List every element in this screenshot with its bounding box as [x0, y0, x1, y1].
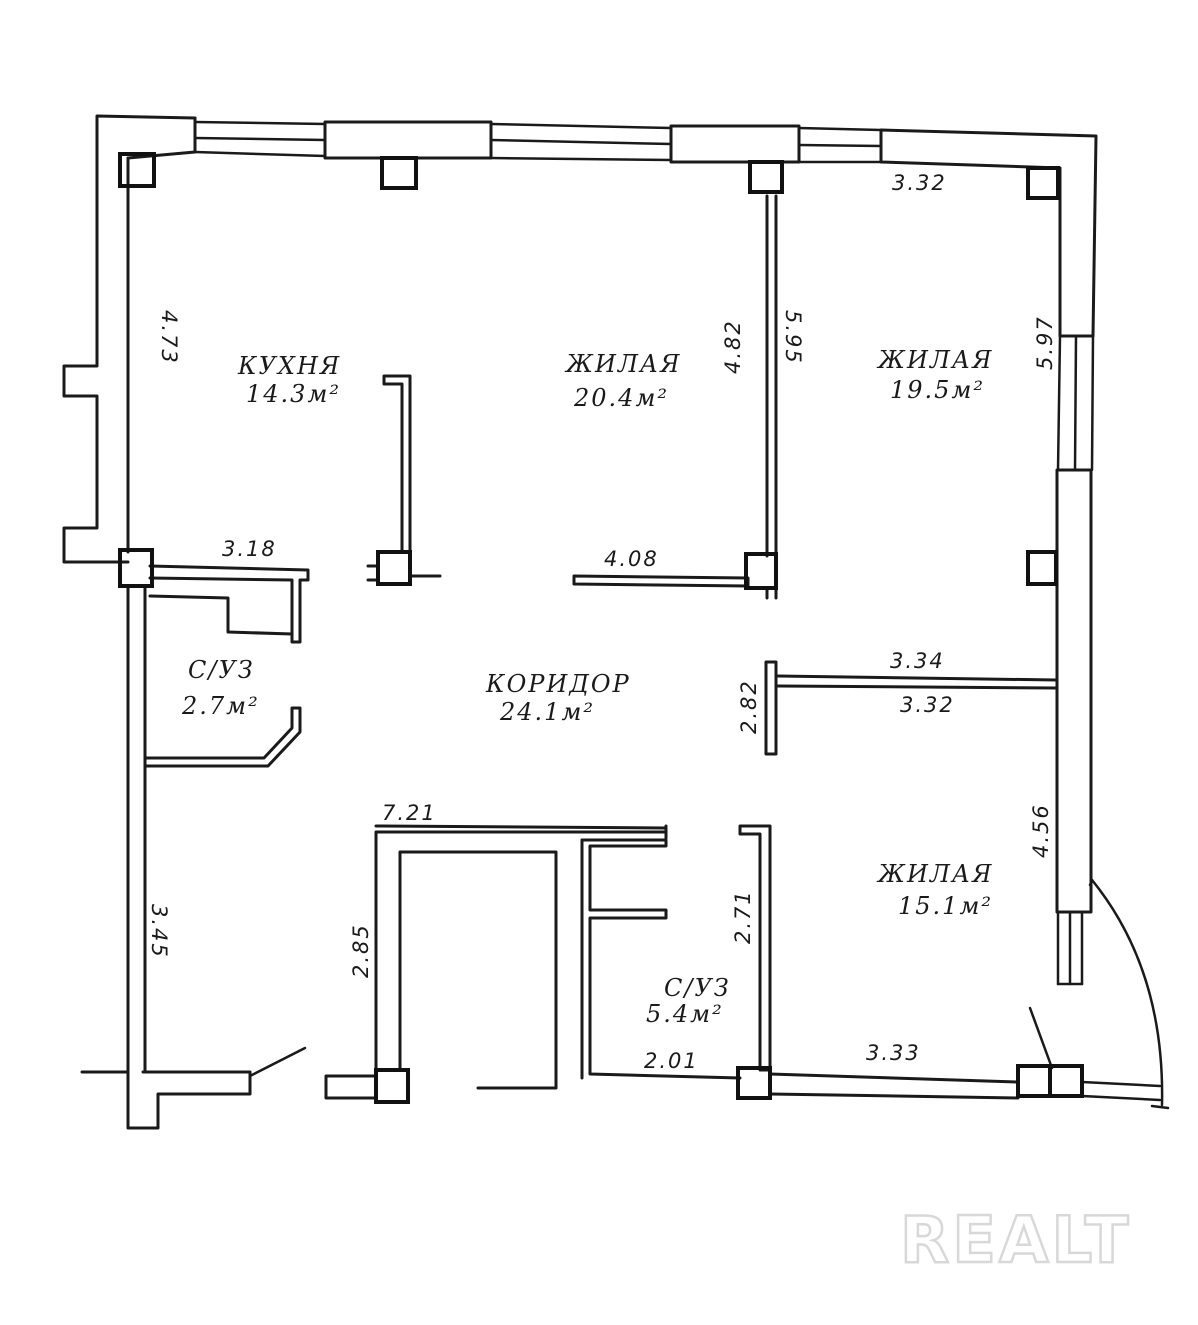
realt-watermark: REALT [900, 1204, 1131, 1278]
room-labels: КУХНЯ 14.3м² ЖИЛАЯ 20.4м² ЖИЛАЯ 19.5м² С… [181, 346, 993, 1028]
dimension-labels: 3.32 4.73 4.82 5.95 5.97 3.18 4.08 3.34 … [147, 171, 1057, 1073]
dim-2-82: 2.82 [737, 679, 761, 734]
living3-area: 15.1м² [898, 892, 993, 920]
bath1-area: 2.7м² [181, 692, 260, 720]
dim-2-71: 2.71 [731, 889, 755, 944]
dim-3-32-top: 3.32 [892, 171, 947, 195]
top-pier-1 [323, 120, 493, 160]
top-windows [193, 120, 883, 164]
kitchen-name: КУХНЯ [237, 352, 341, 380]
columns [118, 152, 1084, 1104]
dim-4-08: 4.08 [604, 547, 659, 571]
living1-name: ЖИЛАЯ [564, 350, 681, 378]
bath1-name: С/УЗ [188, 656, 255, 684]
left-wall-outer [62, 114, 197, 564]
dim-3-18: 3.18 [222, 537, 277, 561]
exterior-walls [62, 114, 1170, 1130]
living2-area: 19.5м² [890, 376, 985, 404]
top-pier-2 [669, 124, 801, 164]
dim-5-97: 5.97 [1033, 315, 1057, 370]
dim-2-85: 2.85 [349, 923, 373, 978]
bath2-area: 5.4м² [646, 1000, 724, 1028]
living1-area: 20.4м² [573, 384, 669, 412]
dim-4-82: 4.82 [721, 319, 745, 374]
corridor-area: 24.1м² [499, 698, 595, 726]
dim-3-32-mid: 3.32 [900, 693, 955, 717]
dim-4-73: 4.73 [157, 310, 181, 365]
dim-5-95: 5.95 [781, 310, 805, 365]
interior-walls [126, 194, 1058, 1080]
corridor-name: КОРИДОР [485, 670, 631, 698]
living2-name: ЖИЛАЯ [876, 346, 993, 374]
balcony-arc [1090, 878, 1164, 1107]
dim-2-01: 2.01 [644, 1049, 699, 1073]
top-right-corner [879, 128, 1098, 338]
bath2-name: С/УЗ [664, 974, 731, 1002]
living3-name: ЖИЛАЯ [876, 860, 993, 888]
dim-7-21: 7.21 [382, 801, 437, 825]
kitchen-area: 14.3м² [246, 380, 341, 408]
right-wall [1055, 334, 1095, 986]
dim-3-45: 3.45 [147, 904, 171, 959]
dim-3-34: 3.34 [890, 649, 945, 673]
dim-4-56: 4.56 [1029, 803, 1053, 858]
dim-3-33: 3.33 [866, 1041, 921, 1065]
